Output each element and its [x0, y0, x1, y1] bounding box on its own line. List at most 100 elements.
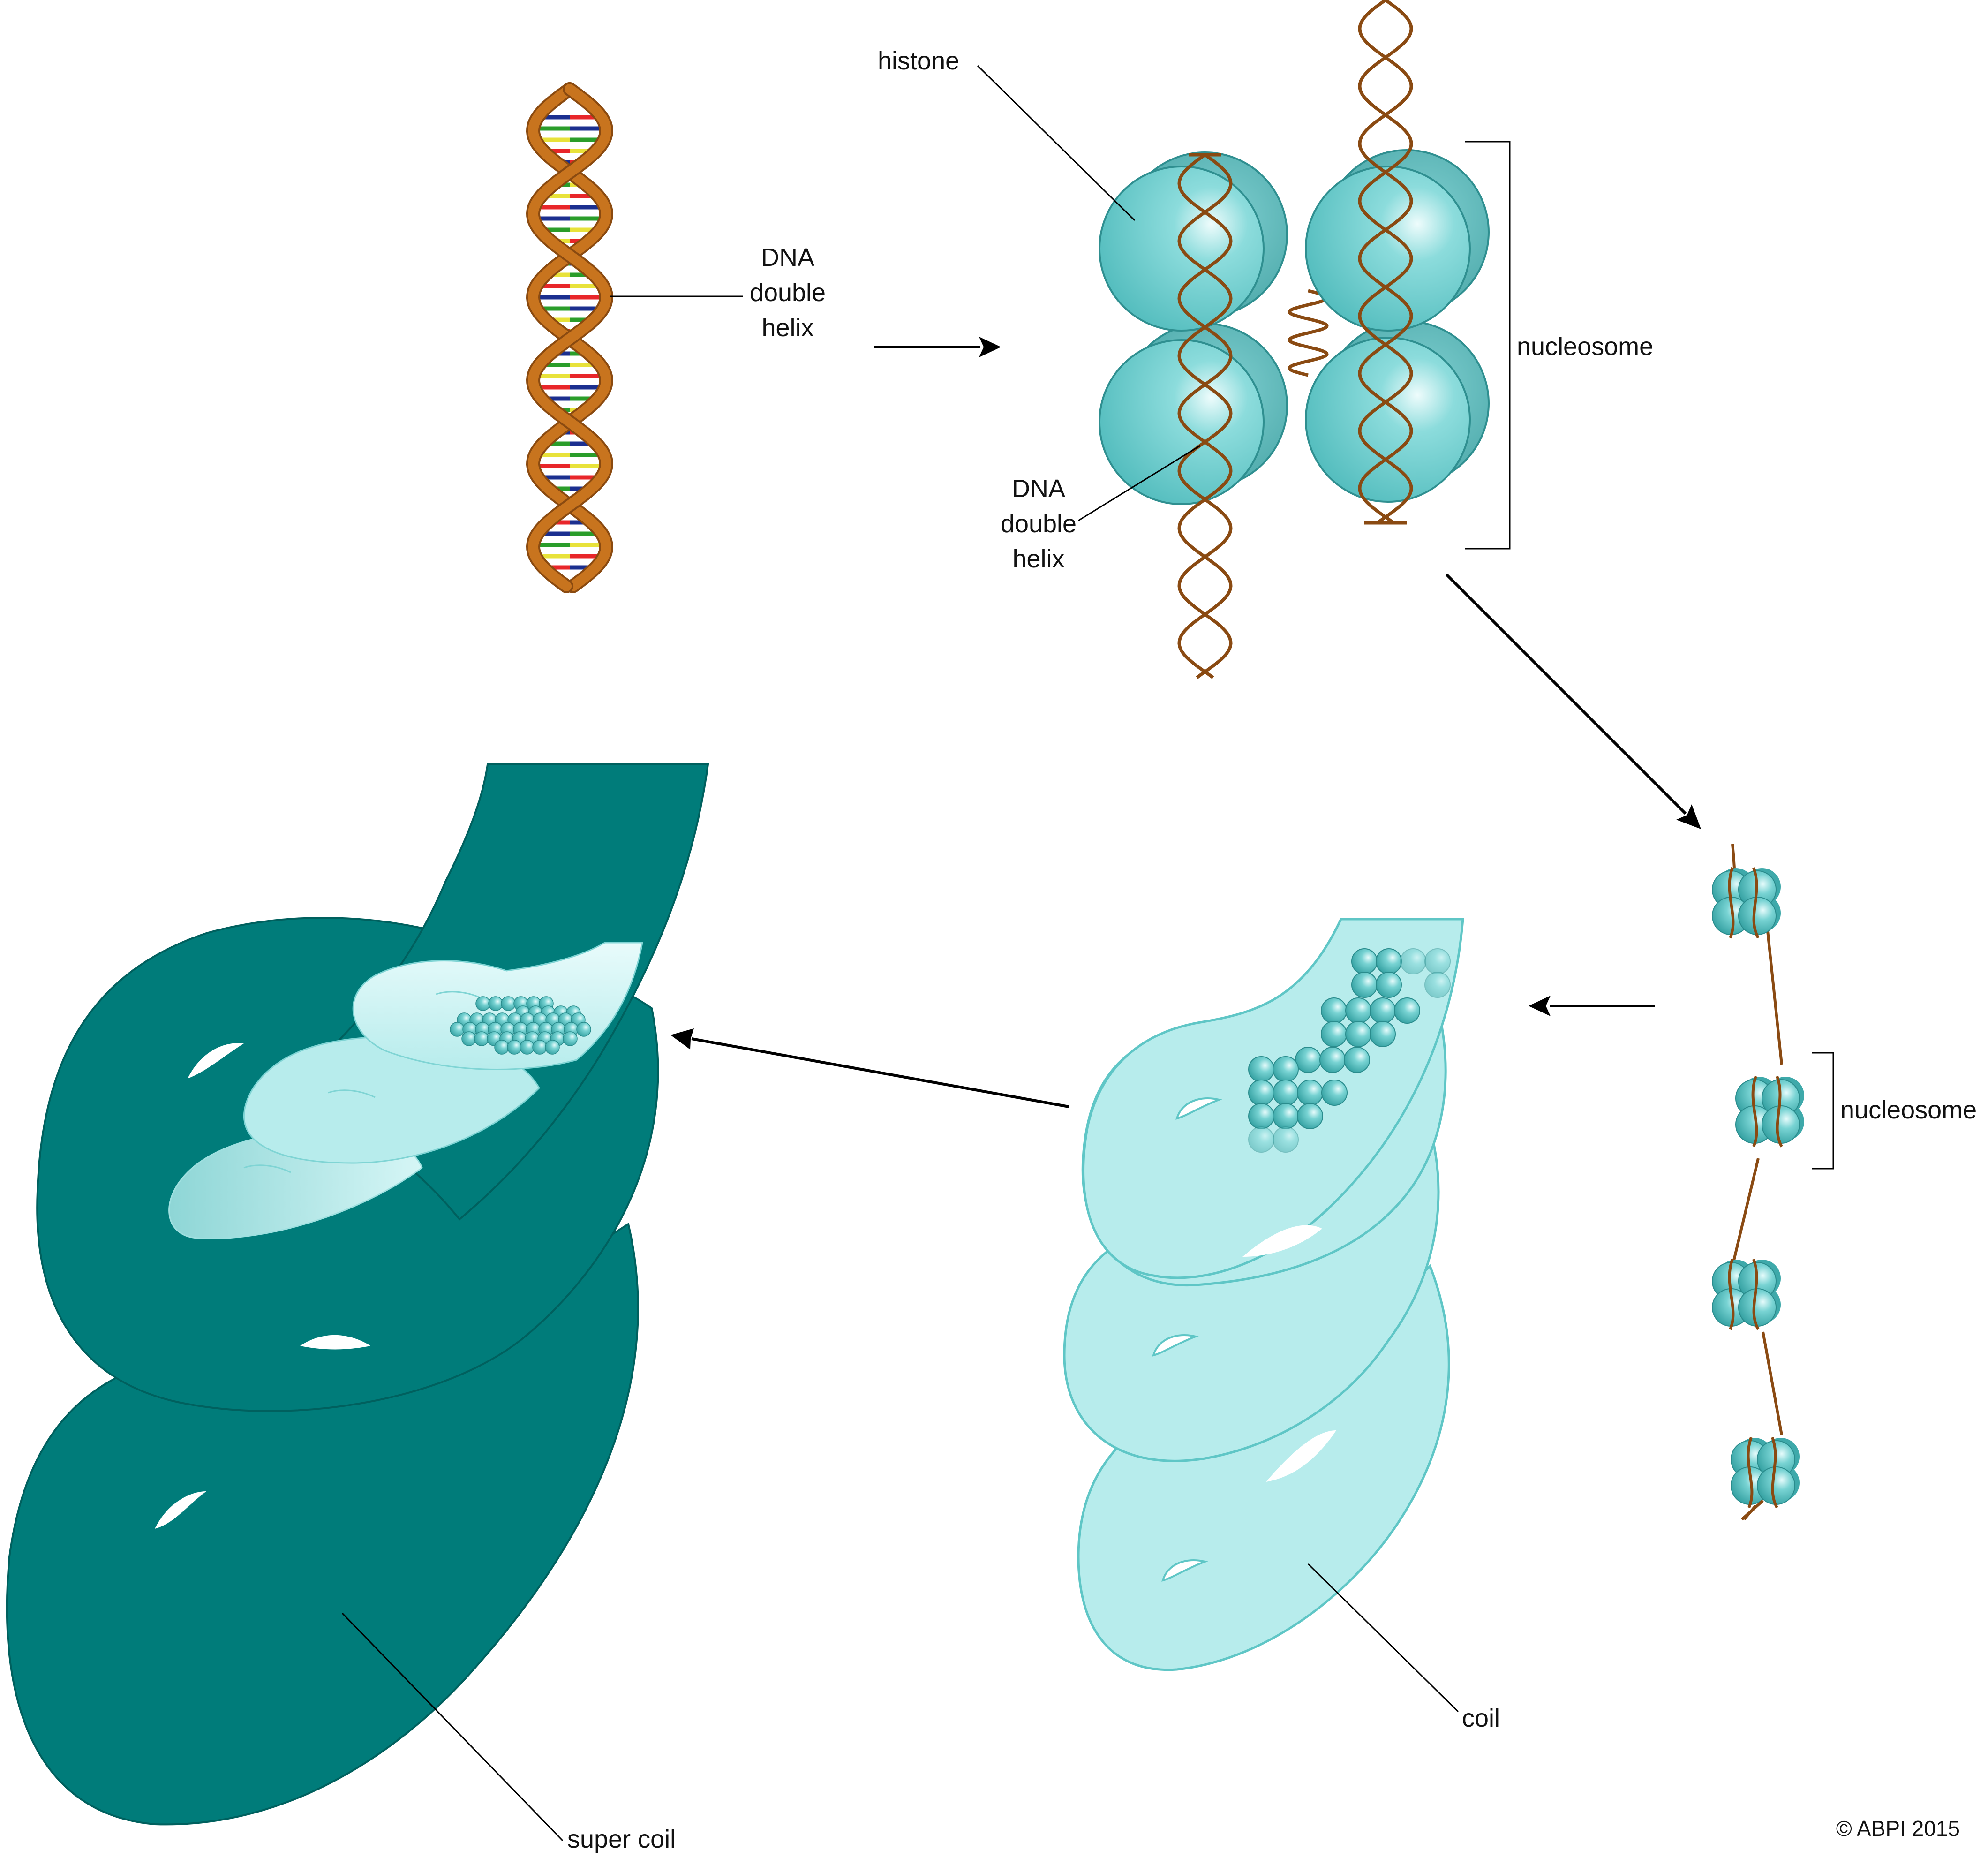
chain-histone	[1738, 897, 1777, 935]
chain-wrap-2	[1752, 1258, 1760, 1330]
super-coil-inner-notch-3	[243, 1164, 291, 1173]
coil-nucleosome-cluster	[1248, 948, 1451, 1153]
leader-lines	[341, 65, 1834, 1842]
coil-notch-3	[1161, 1559, 1208, 1582]
coil-histone-ball	[1344, 1047, 1370, 1073]
chain-nucleosome-3	[1731, 1436, 1800, 1509]
coil-histone-ball	[1248, 1056, 1274, 1082]
bracket-nucleosome-chain	[1812, 1052, 1834, 1170]
nucleosome-strand-0	[1177, 153, 1233, 679]
dna-double-helix-illustration	[526, 82, 614, 593]
coil-histone-ball	[1273, 1056, 1299, 1082]
chain-histone	[1757, 1466, 1795, 1505]
chain-wrap-1	[1728, 867, 1735, 939]
histone-front-3	[1305, 337, 1471, 503]
nucleosome-illustration	[1099, 0, 1490, 679]
label-nucleosome-main: nucleosome	[1517, 332, 1653, 361]
coil-notch-2	[1152, 1334, 1199, 1357]
coil-histone-ball	[1376, 972, 1402, 998]
label-dna-mid-3: helix	[1012, 545, 1064, 573]
chain-wrap-1	[1747, 1436, 1754, 1509]
nucleosome-strand-1	[1177, 153, 1233, 679]
coil-histone-ball	[1321, 1080, 1348, 1106]
arrowhead-1	[979, 337, 1001, 357]
leader-coil	[1307, 1563, 1459, 1713]
super-coil-histone-ball	[545, 1040, 560, 1055]
coil-histone-ball	[1248, 1080, 1274, 1106]
leader-histone	[977, 65, 1136, 221]
super-coil-histone-ball	[507, 1040, 522, 1055]
coil-histone-ball	[1351, 948, 1378, 974]
nucleosome-strand-3	[1358, 0, 1413, 524]
backbone-strand-1	[527, 84, 612, 591]
chain-wire-3	[1762, 1331, 1783, 1435]
chain-nucleosome-1	[1735, 1075, 1804, 1148]
super-coil-illustration	[6, 763, 709, 1826]
coil-histone-ball	[1345, 1021, 1371, 1047]
coil-gap-1	[1242, 1225, 1322, 1257]
super-coil-histone-ball	[450, 1022, 465, 1037]
coil-histone-ball	[1370, 1021, 1396, 1047]
label-dna-top-2: double	[750, 279, 826, 307]
coil-histone-ball	[1248, 1126, 1274, 1153]
super-coil-gap-1	[188, 1043, 244, 1079]
super-coil-histone-ball	[474, 1031, 489, 1046]
coil-histone-ball	[1394, 997, 1420, 1024]
coil-histone-ball	[1319, 1047, 1346, 1073]
coil-illustration	[1063, 918, 1464, 1671]
leader-super-coil	[341, 1612, 564, 1842]
super-coil-histone-ball	[494, 1040, 509, 1055]
coil-histone-ball	[1273, 1080, 1299, 1106]
chain-wrap-1	[1751, 1075, 1758, 1148]
copyright-notice: © ABPI 2015	[1836, 1816, 1960, 1841]
coil-histone-ball	[1248, 1103, 1274, 1129]
arrow-coil-to-supercoil	[691, 1037, 1069, 1108]
linker-dna-coil	[1288, 289, 1329, 377]
chain-wrap-2	[1771, 1436, 1778, 1509]
linker-dna	[1288, 289, 1329, 377]
coil-histone-ball	[1297, 1080, 1323, 1106]
label-coil: coil	[1462, 1704, 1500, 1732]
coil-histone-ball	[1295, 1047, 1321, 1073]
label-dna-mid-1: DNA	[1012, 475, 1065, 503]
chain-wrap-2	[1752, 867, 1760, 939]
arrows	[670, 337, 1701, 1108]
coil-histone-ball	[1321, 997, 1347, 1024]
coil-histone-ball	[1424, 948, 1451, 974]
super-coil-histone-ball	[461, 1031, 476, 1046]
label-dna-mid-2: double	[1001, 510, 1077, 538]
label-nucleosome-chain: nucleosome	[1840, 1096, 1977, 1124]
chain-histone	[1762, 1105, 1800, 1144]
chain-histone	[1738, 1288, 1777, 1327]
coil-histone-ball	[1351, 972, 1378, 998]
super-coil-nucleosome-cluster	[450, 996, 591, 1055]
coil-histone-ball	[1376, 948, 1402, 974]
label-dna-top-3: helix	[761, 314, 813, 342]
chain-wire-2	[1731, 1158, 1760, 1267]
chain-wire-1	[1766, 930, 1783, 1065]
coil-histone-ball	[1273, 1126, 1299, 1153]
chain-nucleosome-0	[1712, 867, 1781, 939]
coil-histone-ball	[1400, 948, 1426, 974]
chain-tail	[1741, 1499, 1764, 1521]
coil-histone-ball	[1321, 1021, 1347, 1047]
nucleosome-dna-strands	[1177, 0, 1413, 679]
super-coil-inner-notch-2	[328, 1089, 376, 1098]
label-histone: histone	[878, 47, 959, 75]
arrowhead-3	[1529, 996, 1551, 1016]
coil-notch-1	[1175, 1097, 1222, 1120]
super-coil-histone-ball	[488, 996, 503, 1011]
coil-histone-ball	[1297, 1103, 1323, 1129]
super-coil-gap-2	[155, 1491, 206, 1529]
super-coil-histone-ball	[576, 1022, 591, 1037]
bracket-nucleosome-main	[1465, 141, 1511, 550]
coil-histone-ball	[1424, 972, 1451, 998]
nucleosome-strand-2	[1358, 0, 1413, 524]
super-coil-histone-ball	[532, 1040, 547, 1055]
super-coil-histone-ball	[475, 996, 490, 1011]
label-super-coil: super coil	[567, 1825, 676, 1853]
super-coil-histone-ball	[563, 1031, 578, 1046]
arrow-nucleosome-to-chain	[1445, 573, 1687, 815]
chain-wrap-2	[1776, 1075, 1783, 1148]
